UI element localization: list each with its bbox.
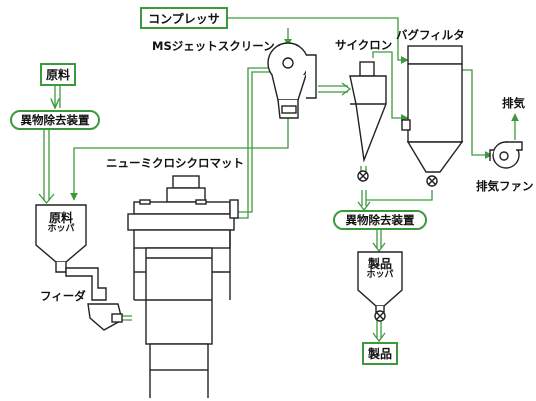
flow-screen-return-to-hopper — [70, 96, 289, 201]
foreign-removal-box-1: 異物除去装置 — [10, 110, 100, 130]
equipment — [35, 42, 523, 398]
raw-hopper-label: 原料 ホッパ — [36, 212, 86, 234]
flow-cyclone-to-removal — [361, 190, 367, 206]
flow-cyclone-to-removal-arrow — [357, 201, 371, 212]
flow-removal-to-hopper-arrow — [38, 193, 55, 205]
flow-bagfilter-to-fan — [462, 69, 493, 159]
bag-filter-label: バグフィルタ — [396, 28, 465, 42]
raw-hopper-unit — [35, 204, 87, 273]
mill-unit — [127, 175, 239, 398]
raw-material-box: 原料 — [40, 63, 76, 86]
product-hopper-sub: ホッパ — [366, 269, 394, 280]
flow-hopper-to-product-arrow — [372, 332, 386, 343]
feeder-label: フィーダ — [40, 289, 86, 303]
raw-hopper-sub: ホッパ — [47, 223, 75, 234]
flow-raw-to-removal — [55, 86, 60, 108]
ms-jet-screen-label: MSジェットスクリーン — [152, 39, 275, 53]
cyclone-label: サイクロン — [335, 38, 393, 52]
flow-screen-to-cyclone-arrow — [341, 82, 352, 96]
flow-removal-to-hopper — [43, 128, 50, 200]
product-hopper-unit — [357, 251, 403, 322]
compressor-box: コンプレッサ — [140, 7, 228, 29]
exhaust-fan-unit — [489, 141, 523, 169]
feeder-unit — [65, 267, 123, 331]
cyclone-unit — [349, 61, 387, 182]
flow-removal-to-product-hopper — [376, 230, 382, 248]
product-box: 製品 — [362, 342, 398, 365]
flow-removal-to-product-hopper-arrow — [372, 242, 386, 253]
flow-bagfilter-to-removal — [366, 190, 433, 201]
flow-mill-to-screen — [232, 67, 280, 219]
raw-hopper-title: 原料 — [48, 211, 73, 225]
flow-compressor-to-bagfilter — [228, 17, 409, 64]
ms-jet-screen-unit — [267, 42, 317, 119]
mill-label: ニューミクロシクロマット — [106, 156, 244, 170]
product-hopper-title: 製品 — [367, 257, 392, 271]
foreign-removal-box-2: 異物除去装置 — [333, 210, 427, 230]
flow-lines — [38, 17, 519, 343]
exhaust-label: 排気 — [502, 96, 525, 110]
flow-screen-to-cyclone — [318, 85, 348, 93]
exhaust-fan-label: 排気ファン — [476, 179, 534, 193]
bag-filter-unit — [401, 45, 464, 187]
product-hopper-label: 製品 ホッパ — [358, 258, 402, 280]
flow-cyclone-to-bagfilter — [372, 51, 409, 122]
